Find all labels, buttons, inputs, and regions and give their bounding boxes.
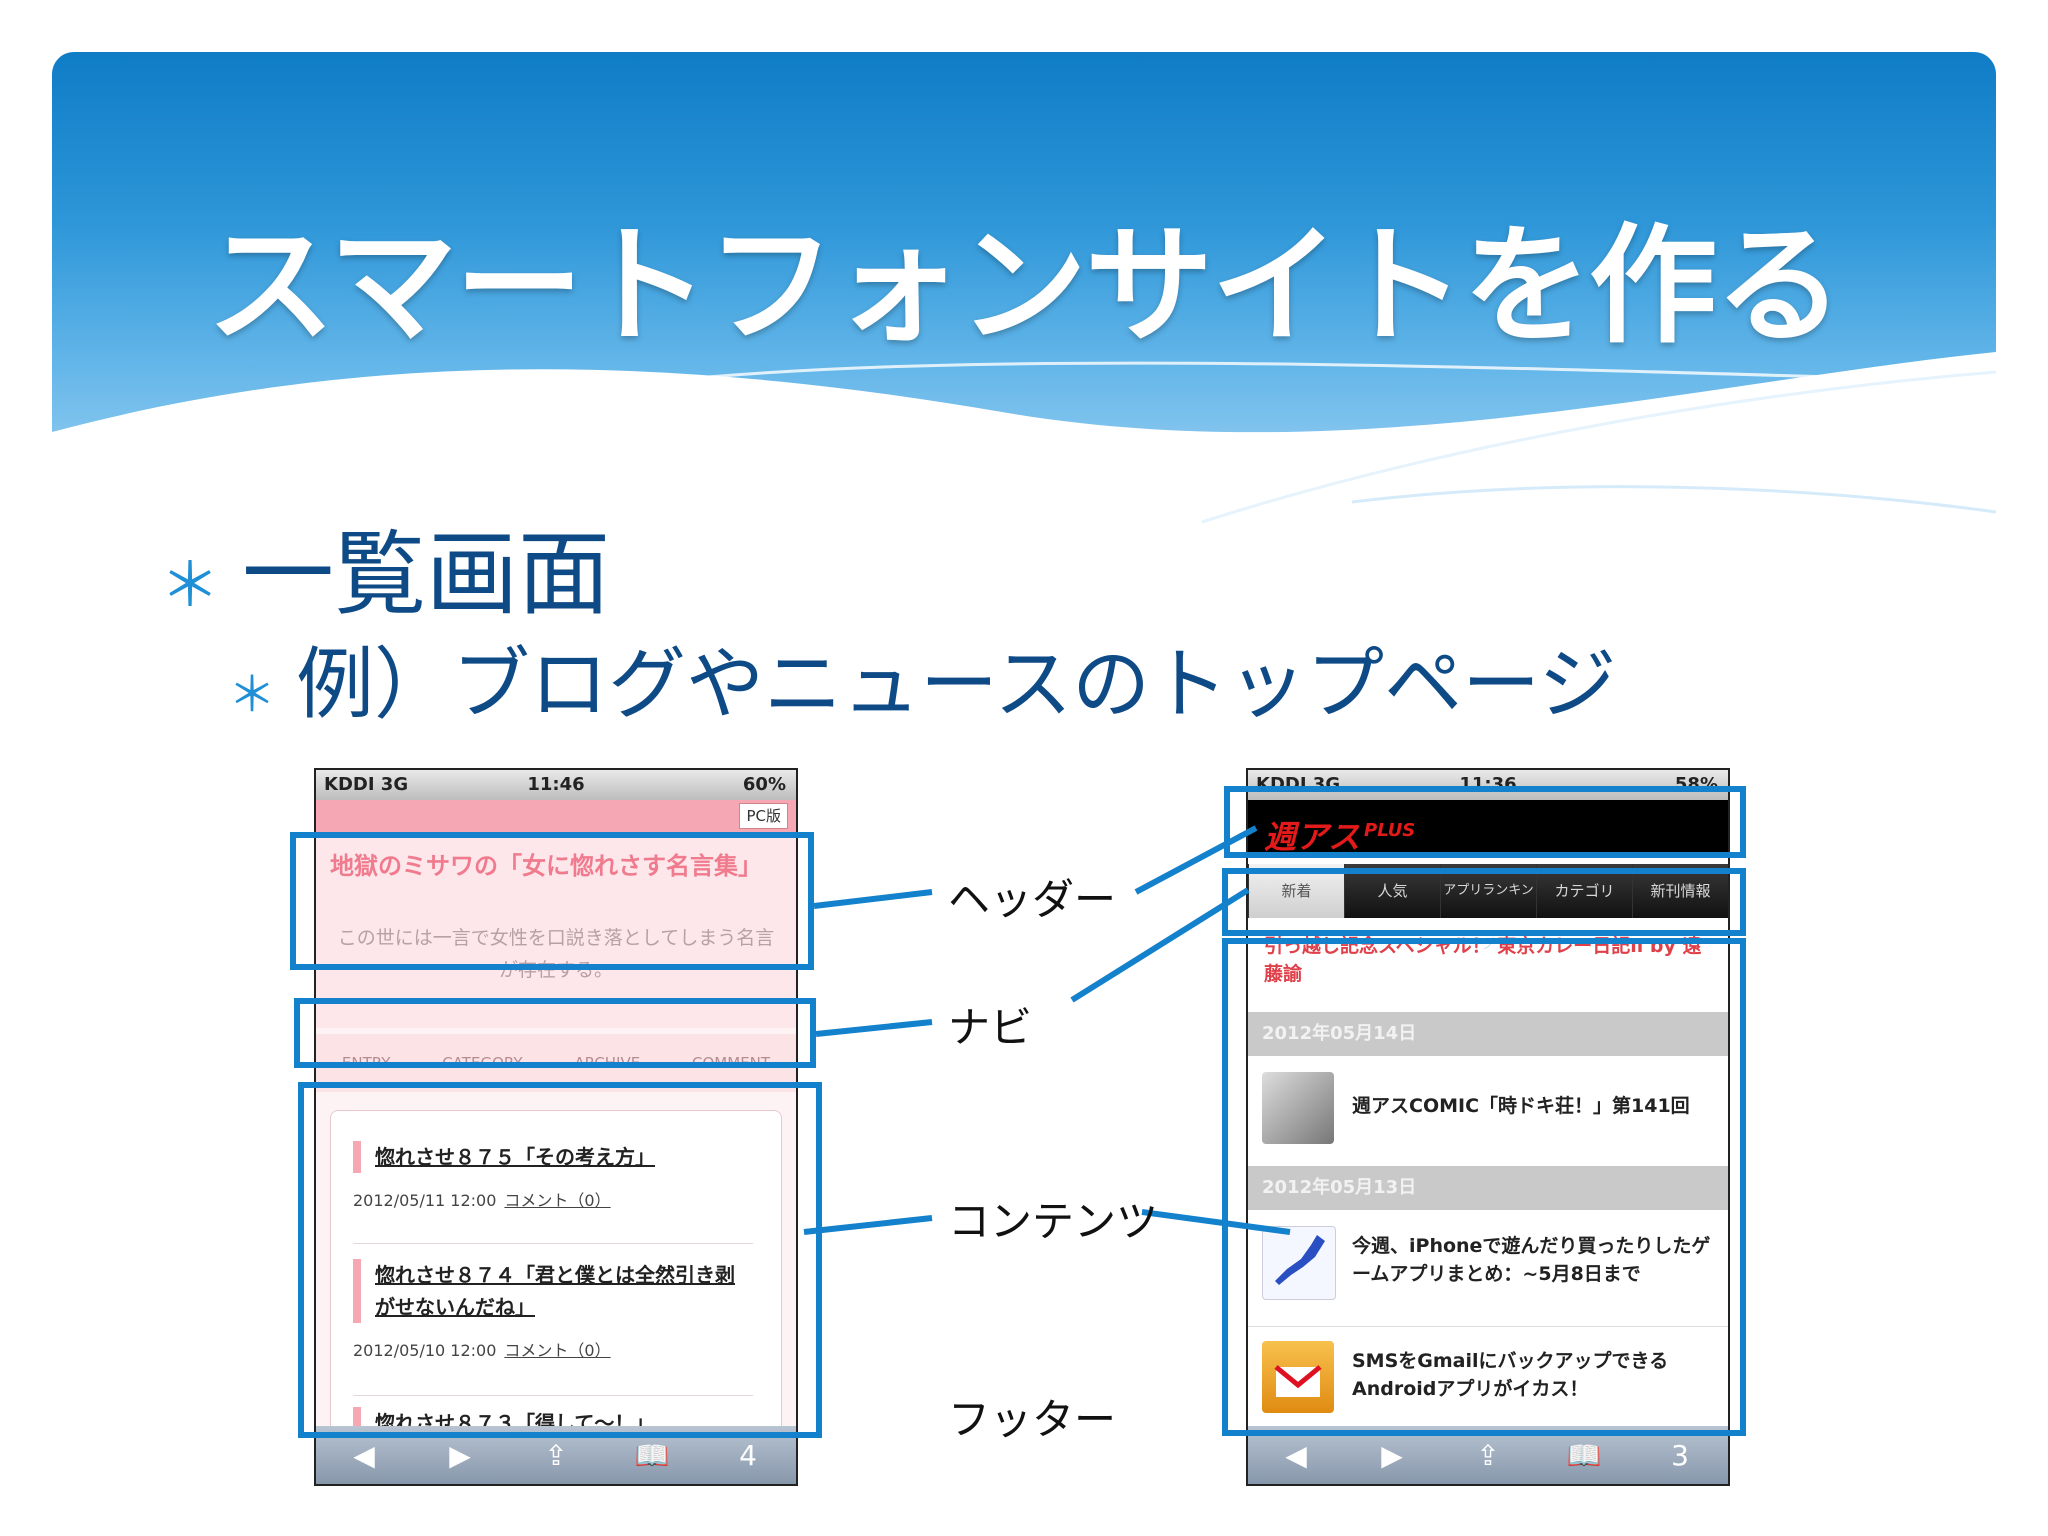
post-title[interactable]: 惚れさせ８７５「その考え方」 [353,1141,753,1173]
bookmarks-icon[interactable]: 📖 [634,1438,670,1472]
post-date: 2012/05/11 12:00 [353,1191,497,1210]
forward-arrow-icon[interactable]: ▶ [1381,1438,1403,1472]
pc-bar: PC版 [316,800,796,832]
clock-label: 11:46 [527,774,585,795]
mail-envelope-icon [1274,1365,1322,1397]
date-separator: 2012年05月14日 [1248,1012,1728,1056]
post-meta: 2012/05/10 12:00 コメント（0） [353,1337,753,1361]
asterisk-bullet-icon: ＊ [228,666,277,723]
back-arrow-icon[interactable]: ◀ [1285,1438,1307,1472]
sub-bullet-text: 例）ブログやニュースのトップページ [296,640,1617,730]
japan-map-icon [1275,1235,1325,1285]
status-bar: KDDI 3G 11:46 60% [316,770,796,800]
slide-banner: スマートフォンサイトを作る [52,52,1996,532]
bullet-text: 一覧画面 [242,521,611,628]
post-date: 2012/05/10 12:00 [353,1341,497,1360]
label-header: ヘッダー [948,875,1117,924]
comment-link[interactable]: コメント（0） [504,1341,611,1360]
post-title[interactable]: 惚れさせ８７４「君と僕とは全然引き剥がせないんだね」 [353,1259,753,1323]
share-icon[interactable]: ⇪ [544,1438,568,1472]
share-icon[interactable]: ⇪ [1476,1438,1500,1472]
nav-highlight-box-right [1222,868,1746,936]
label-content: コンテンツ [948,1197,1159,1246]
header-highlight-box-left [290,832,814,970]
battery-label: 60% [742,774,786,795]
blog-title[interactable]: 地獄のミサワの「女に惚れさす名言集」 [330,852,762,880]
thumbnail-comic [1262,1072,1334,1144]
post-meta: 2012/05/11 12:00 コメント（0） [353,1187,753,1211]
nav-highlight-box-left [294,998,816,1068]
list-item[interactable]: 惚れさせ８７５「その考え方」 2012/05/11 12:00 コメント（0） [353,1141,753,1211]
label-footer: フッター [948,1395,1117,1444]
thumbnail-sms-backup [1262,1341,1334,1413]
content-highlight-box-left [298,1082,822,1438]
bullet-list-screen: ＊ 一覧画面 [160,500,610,633]
wave-decoration [52,352,1996,532]
divider [353,1243,753,1244]
content-highlight-box-right [1222,938,1746,1436]
tabs-count-icon[interactable]: 3 [1671,1438,1689,1472]
blog-header [316,832,796,1028]
post-list: 惚れさせ８７５「その考え方」 2012/05/11 12:00 コメント（0） 惚… [330,1110,782,1442]
sub-bullet-example: ＊ 例）ブログやニュースのトップページ [228,622,1617,734]
list-item[interactable]: 惚れさせ８７４「君と僕とは全然引き剥がせないんだね」 2012/05/10 12… [353,1259,753,1361]
back-arrow-icon[interactable]: ◀ [353,1438,375,1472]
list-item[interactable]: 今週、iPhoneで遊んだり買ったりしたゲームアプリまとめ：~5月8日まで [1248,1212,1728,1312]
date-separator: 2012年05月13日 [1248,1166,1728,1210]
asterisk-bullet-icon: ＊ [160,551,220,622]
bookmarks-icon[interactable]: 📖 [1566,1438,1602,1472]
item-title[interactable]: 今週、iPhoneで遊んだり買ったりしたゲームアプリまとめ：~5月8日まで [1352,1235,1711,1285]
label-nav: ナビ [948,1003,1033,1052]
item-title[interactable]: SMSをGmailにバックアップできるAndroidアプリがイカス！ [1352,1350,1669,1400]
tabs-count-icon[interactable]: 4 [739,1438,757,1472]
header-highlight-box-right [1224,786,1746,858]
item-title[interactable]: 週アスCOMIC「時ドキ荘！」第141回 [1352,1095,1690,1117]
divider [353,1395,753,1396]
list-item[interactable]: 週アスCOMIC「時ドキ荘！」第141回 [1248,1058,1728,1158]
news-header [1248,800,1728,856]
list-item[interactable]: SMSをGmailにバックアップできるAndroidアプリがイカス！ [1248,1326,1728,1427]
forward-arrow-icon[interactable]: ▶ [449,1438,471,1472]
pc-version-button[interactable]: PC版 [739,803,788,829]
comment-link[interactable]: コメント（0） [504,1191,611,1210]
slide-title: スマートフォンサイトを作る [206,212,1843,361]
carrier-label: KDDI 3G [324,774,409,795]
thumbnail-japan-map [1262,1226,1336,1300]
